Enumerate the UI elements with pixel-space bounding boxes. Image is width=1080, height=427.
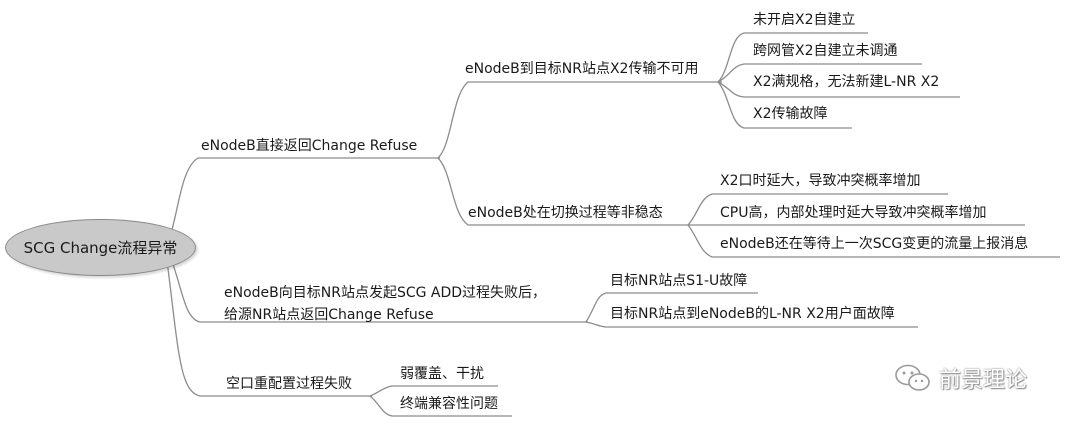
leaf-x2-full-spec[interactable]: X2满规格，无法新建L-NR X2	[753, 74, 939, 91]
leaf-x2-delay[interactable]: X2口时延大，导致冲突概率增加	[720, 173, 921, 190]
leaf-label: 终端兼容性问题	[400, 396, 498, 412]
leaf-label: eNodeB还在等待上一次SCG变更的流量上报消息	[720, 236, 1029, 252]
leaf-label: 未开启X2自建立	[753, 12, 856, 28]
branch-air-reconfig-failure[interactable]: 空口重配置过程失败	[226, 376, 352, 393]
direct-refuse-to-x2-unavailable-line	[437, 81, 722, 159]
leaf-waiting-traffic-report[interactable]: eNodeB还在等待上一次SCG变更的流量上报消息	[720, 236, 1028, 253]
scg-add-to-leaf-1-line	[585, 292, 758, 323]
leaf-lnr-x2-userplane-fault[interactable]: 目标NR站点到eNodeB的L-NR X2用户面故障	[610, 306, 895, 323]
x2-unavailable-to-leaf-4-line	[717, 81, 852, 129]
leaf-label: 弱覆盖、干扰	[400, 366, 484, 382]
leaf-label: 目标NR站点到eNodeB的L-NR X2用户面故障	[610, 306, 895, 322]
branch-direct-refuse[interactable]: eNodeB直接返回Change Refuse	[201, 138, 417, 155]
scg-add-to-leaf-2-line	[585, 321, 918, 328]
x2-unavailable-to-leaf-2-line	[717, 63, 922, 83]
node-label: eNodeB处在切换过程等非稳态	[468, 205, 663, 221]
leaf-label: 目标NR站点S1-U故障	[610, 273, 748, 289]
leaf-label: X2口时延大，导致冲突概率增加	[720, 173, 921, 189]
direct-refuse-to-unstable-state-line	[437, 157, 690, 226]
air-reconfig-to-leaf-1-line	[369, 385, 498, 397]
leaf-cpu-high[interactable]: CPU高，内部处理时延大导致冲突概率增加	[720, 205, 986, 222]
leaf-cross-nms-x2[interactable]: 跨网管X2自建立未调通	[753, 43, 898, 60]
branch-label-line-1: eNodeB向目标NR站点发起SCG ADD过程失败后，	[224, 285, 547, 301]
air-reconfig-to-leaf-2-line	[369, 395, 512, 417]
leaf-s1u-fault[interactable]: 目标NR站点S1-U故障	[610, 273, 747, 290]
leaf-label: X2传输故障	[753, 106, 828, 122]
root-to-air-reconfig-line	[164, 245, 372, 397]
root-to-direct-refuse-line	[164, 157, 440, 247]
leaf-x2-transport-fault[interactable]: X2传输故障	[753, 106, 828, 123]
branch-label: 空口重配置过程失败	[226, 376, 352, 392]
leaf-x2-self-setup-off[interactable]: 未开启X2自建立	[753, 12, 856, 29]
leaf-terminal-compat[interactable]: 终端兼容性问题	[400, 396, 498, 413]
wechat-icon	[895, 364, 930, 391]
x2-unavailable-to-leaf-1-line	[717, 32, 868, 83]
unstable-to-leaf-3-line	[687, 224, 1060, 258]
branch-label: eNodeB直接返回Change Refuse	[201, 138, 418, 154]
watermark: 前景理论	[893, 361, 1027, 395]
watermark-text: 前景理论	[939, 368, 1028, 393]
branch-label-line-2: 给源NR站点返回Change Refuse	[224, 307, 434, 323]
leaf-weak-coverage[interactable]: 弱覆盖、干扰	[400, 366, 484, 383]
node-label: eNodeB到目标NR站点X2传输不可用	[465, 61, 699, 77]
root-node-label: SCG Change流程异常	[23, 239, 178, 257]
node-x2-unavailable[interactable]: eNodeB到目标NR站点X2传输不可用	[465, 61, 698, 78]
unstable-to-leaf-1-line	[687, 193, 948, 226]
branch-scg-add-failure[interactable]: eNodeB向目标NR站点发起SCG ADD过程失败后， 给源NR站点返回Cha…	[224, 282, 546, 326]
root-node[interactable]: SCG Change流程异常	[5, 219, 196, 276]
leaf-label: CPU高，内部处理时延大导致冲突概率增加	[720, 205, 987, 221]
x2-unavailable-to-leaf-3-line	[717, 81, 960, 98]
leaf-label: 跨网管X2自建立未调通	[753, 43, 898, 59]
node-unstable-state[interactable]: eNodeB处在切换过程等非稳态	[468, 205, 663, 222]
leaf-label: X2满规格，无法新建L-NR X2	[753, 74, 940, 90]
